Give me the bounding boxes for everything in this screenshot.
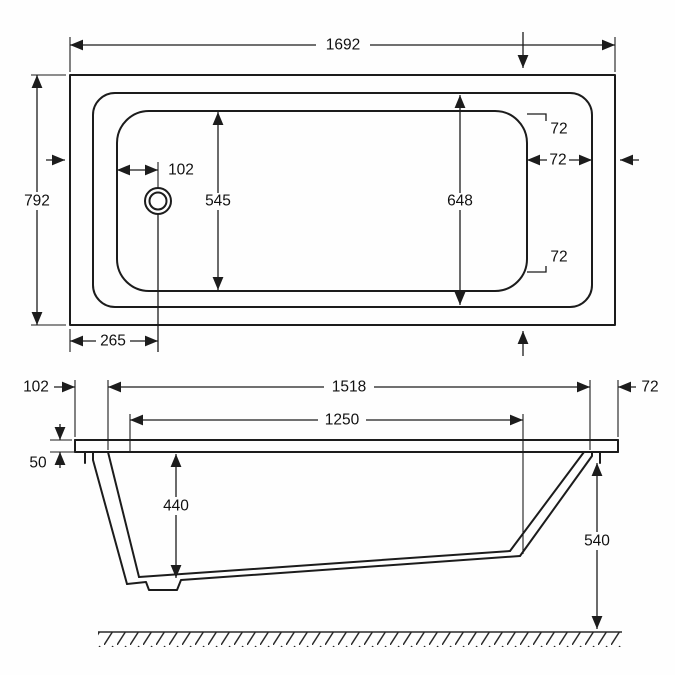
dim-plan-drain-offset: 102	[117, 162, 194, 188]
tub-outer-edge	[69, 74, 616, 326]
dim-label-rim-length: 1518	[332, 379, 366, 396]
edge-pointer-arrows	[46, 32, 639, 356]
dim-plan-rim-width-right: 72	[527, 152, 592, 169]
dim-plan-inner-width-rear: 648	[447, 95, 473, 305]
dim-label-inner-width-rear: 648	[447, 193, 473, 210]
plan-view: 1692 792 265 102 545	[24, 32, 639, 356]
tub-profile	[74, 439, 619, 591]
bottom-inner	[138, 550, 511, 578]
right-wall-outer	[519, 451, 593, 557]
dim-label-overall-height: 540	[584, 533, 610, 550]
drain-inner-circle	[148, 191, 168, 211]
dim-label-overall-length: 1692	[326, 37, 360, 54]
dim-label-overhang-left: 102	[23, 379, 49, 396]
left-wall-outer	[92, 451, 128, 585]
dim-label-base-length: 1250	[325, 412, 360, 429]
tub-rim-inner-edge	[92, 92, 593, 308]
dim-label-corner-bottom: 72	[550, 249, 567, 266]
bottom-outer-with-sump	[126, 555, 521, 591]
dim-side-base-length: 1250	[129, 412, 524, 554]
ground-hatching	[98, 632, 622, 647]
left-wall-inner	[107, 451, 140, 578]
dim-label-drain-offset: 102	[168, 162, 194, 179]
right-wall-inner	[509, 451, 585, 552]
tub-basin-edge	[116, 110, 528, 292]
ground	[98, 631, 622, 647]
dim-label-overall-width: 792	[24, 193, 50, 210]
dim-plan-overall-width: 792	[24, 74, 66, 326]
dim-side-rim-height: 50	[29, 424, 80, 472]
dim-label-inner-depth: 440	[163, 498, 189, 515]
dim-side-overall-height: 540	[584, 463, 610, 629]
dim-plan-corner-radius-bottom: 72	[527, 249, 568, 273]
side-view: 102 1518 72 1250 50 440	[23, 379, 659, 647]
dim-plan-inner-width-drain: 545	[205, 112, 231, 290]
dim-label-rim-width-right: 72	[549, 152, 566, 169]
dim-plan-overall-length: 1692	[69, 37, 616, 72]
dim-label-rim-height: 50	[29, 455, 47, 472]
dim-label-drain-from-end: 265	[100, 333, 126, 350]
dim-plan-corner-radius-top: 72	[527, 113, 568, 138]
dim-label-inner-width-drain: 545	[205, 193, 231, 210]
dim-plan-drain-from-end: 265	[69, 329, 158, 352]
dim-side-chain: 102 1518 72	[23, 379, 659, 450]
dim-label-overhang-right: 72	[641, 379, 658, 396]
dim-label-corner-top: 72	[550, 121, 567, 138]
dim-side-inner-depth: 440	[163, 454, 189, 578]
